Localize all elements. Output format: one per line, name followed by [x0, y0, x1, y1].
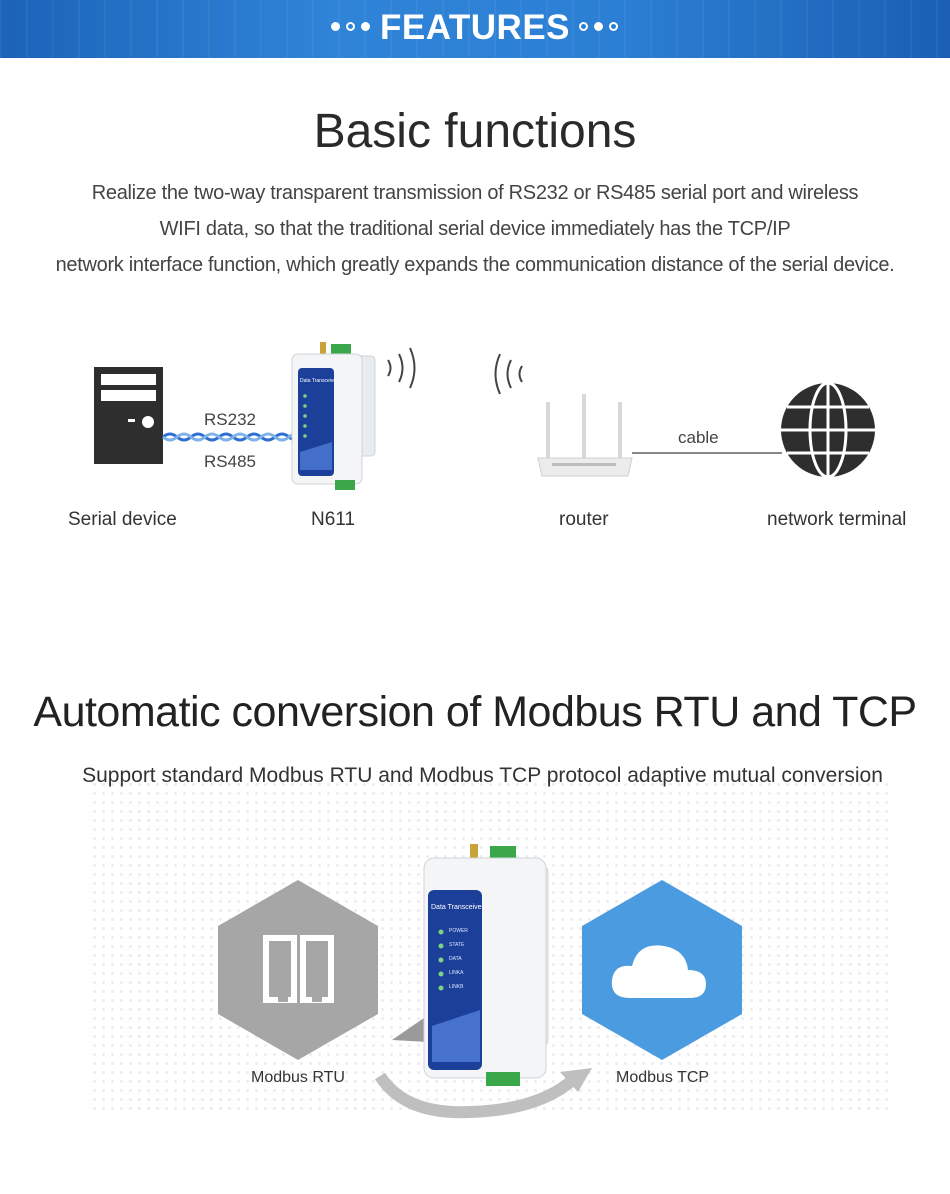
- serial-device-label: Serial device: [68, 509, 177, 530]
- modbus-subtitle: Support standard Modbus RTU and Modbus T…: [82, 764, 883, 787]
- router-icon: [537, 394, 633, 477]
- features-banner: FEATURES: [0, 0, 950, 58]
- led-label-linkb: LINKB: [449, 984, 464, 990]
- router-label: router: [559, 509, 609, 530]
- globe-icon: [781, 381, 875, 479]
- led-label-power: POWER: [449, 928, 468, 934]
- n611-device-icon: [291, 342, 376, 490]
- basic-diagram: [94, 342, 875, 490]
- led-label-state: STATE: [449, 942, 465, 948]
- led-label-data: DATA: [449, 956, 462, 962]
- modbus-tcp-label: Modbus TCP: [616, 1069, 710, 1086]
- modbus-title: Automatic conversion of Modbus RTU and T…: [33, 688, 917, 736]
- led-label-linka: LINKA: [449, 970, 464, 976]
- rs485-label: RS485: [204, 452, 256, 471]
- modbus-center-device-icon: [423, 844, 549, 1086]
- modbus-rtu-hexagon: [218, 880, 378, 1060]
- banner-dots-right: [579, 22, 618, 31]
- serial-device-icon: [94, 367, 163, 464]
- basic-desc-line-3: network interface function, which greatl…: [55, 254, 895, 276]
- serial-cable-icon: [162, 432, 302, 442]
- modbus-rtu-label: Modbus RTU: [251, 1069, 345, 1086]
- rs232-label: RS232: [204, 410, 256, 429]
- basic-desc-line-2: WIFI data, so that the traditional seria…: [159, 218, 791, 240]
- n611-label: N611: [311, 509, 356, 530]
- n611-screen-title: Data Transceiver: [300, 378, 338, 384]
- modbus-diagram: [218, 844, 742, 1119]
- cable-label: cable: [678, 428, 719, 447]
- cloud-icon: [611, 945, 706, 998]
- banner-dots-left: [331, 22, 370, 31]
- basic-desc-line-1: Realize the two-way transparent transmis…: [91, 182, 859, 204]
- signal-waves-in-icon: [494, 353, 523, 395]
- center-device-screen-title: Data Transceiver: [431, 904, 484, 911]
- signal-waves-out-icon: [387, 347, 416, 389]
- basic-functions-title: Basic functions: [313, 105, 637, 158]
- banner-title: FEATURES: [379, 8, 571, 47]
- network-terminal-label: network terminal: [767, 509, 907, 530]
- modbus-tcp-hexagon: [582, 880, 742, 1060]
